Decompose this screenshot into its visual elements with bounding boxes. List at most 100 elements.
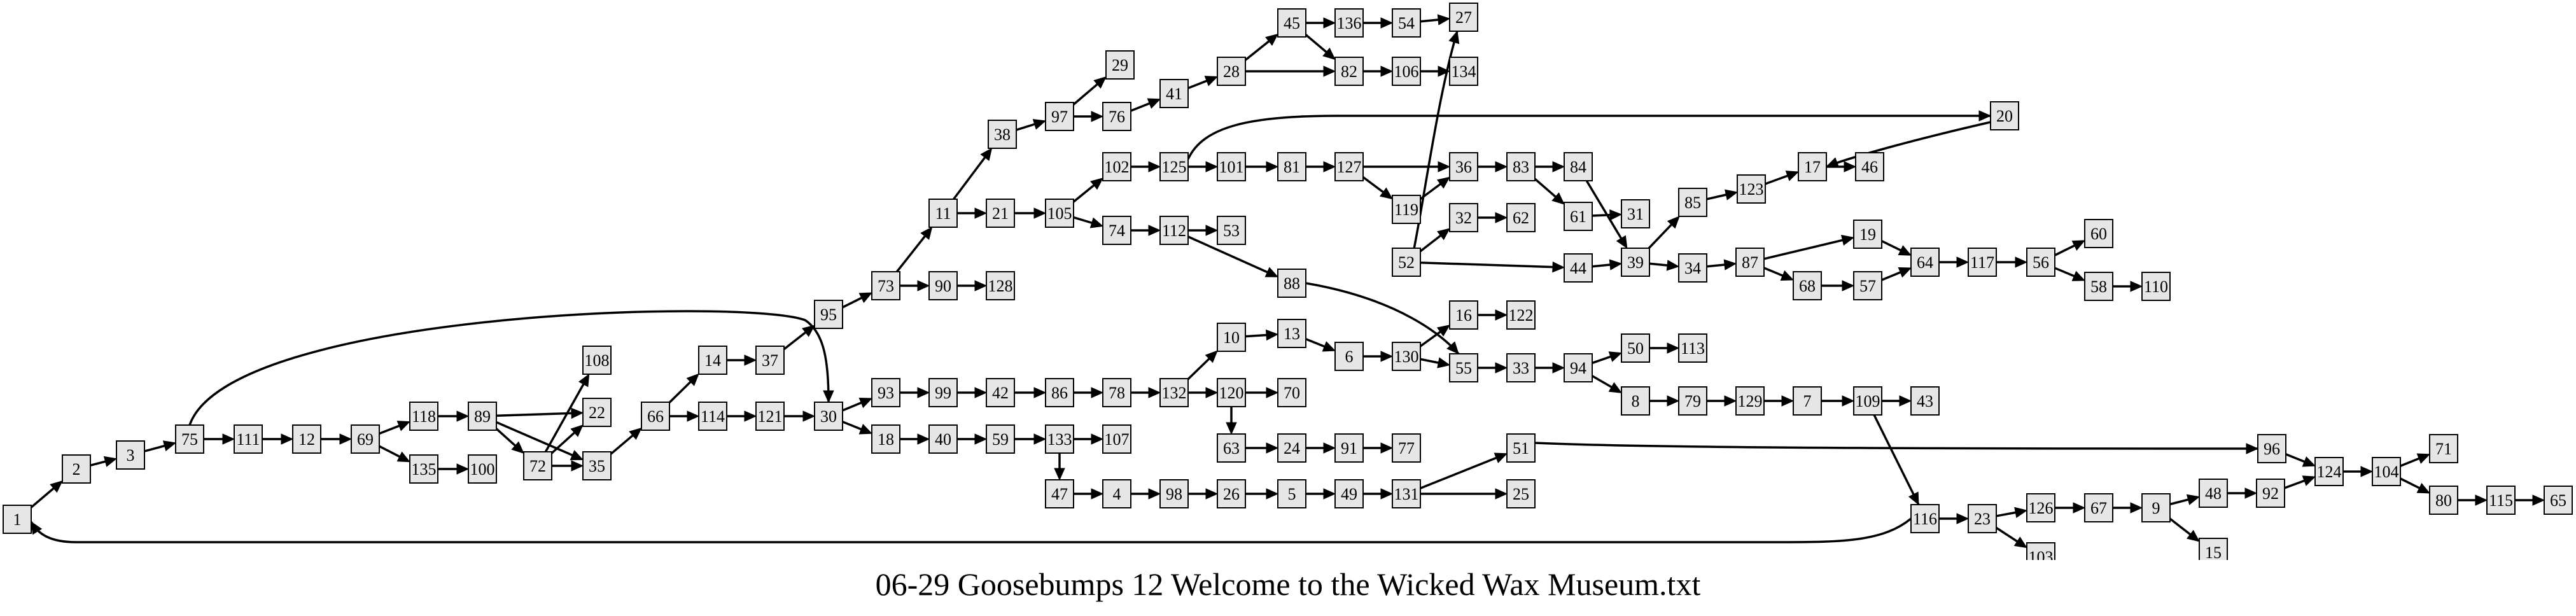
node-box: [1159, 79, 1189, 108]
edge-92-to-124: [2284, 479, 2307, 489]
node-box: [1217, 152, 1246, 181]
node-101: 101: [1217, 152, 1246, 181]
node-label: 75: [181, 430, 198, 449]
node-133: 133: [1045, 424, 1074, 454]
node-92: 92: [2256, 479, 2285, 508]
edge-127-to-36-arrowhead: [1438, 161, 1451, 172]
edge-81-to-127-arrowhead: [1323, 161, 1336, 172]
node-box: [1449, 152, 1478, 181]
edge-26-to-5-arrowhead: [1266, 488, 1279, 500]
edge-68-to-57-arrowhead: [1842, 280, 1855, 291]
node-label: 128: [988, 277, 1013, 295]
node-36: 36: [1449, 152, 1478, 181]
node-label: 2: [73, 460, 81, 479]
node-box: [1564, 152, 1593, 181]
node-label: 67: [2090, 499, 2107, 517]
edge-94-to-8-arrowhead: [1608, 382, 1623, 393]
edge-86-to-78-arrowhead: [1091, 387, 1104, 398]
node-box: [1449, 203, 1478, 232]
node-132: 132: [1159, 378, 1189, 407]
node-107: 107: [1102, 424, 1131, 454]
node-box: [1798, 152, 1827, 181]
node-box: [2257, 434, 2286, 463]
node-box: [1217, 216, 1246, 245]
edge-124-to-104-arrowhead: [2360, 466, 2374, 477]
edge-67-to-9-arrowhead: [2130, 502, 2143, 514]
node-box: [2429, 486, 2458, 515]
edge-89-to-35: [496, 421, 575, 458]
edge-78-to-132-arrowhead: [1148, 387, 1161, 398]
edge-21-to-105-arrowhead: [1033, 207, 1047, 219]
node-label: 38: [994, 125, 1011, 144]
node-76: 76: [1102, 102, 1131, 131]
node-label: 33: [1513, 359, 1529, 377]
node-label: 65: [2550, 491, 2566, 510]
node-label: 103: [2029, 548, 2054, 560]
node-box: [582, 346, 612, 375]
node-32: 32: [1449, 203, 1478, 232]
node-label: 16: [1455, 306, 1472, 325]
node-label: 98: [1166, 485, 1182, 503]
edge-76-to-41: [1130, 101, 1152, 112]
edge-37-to-95-arrowhead: [802, 325, 815, 337]
node-label: 89: [474, 407, 491, 426]
edge-51-to-96: [1534, 442, 2258, 450]
edge-3-to-75-arrowhead: [162, 440, 177, 452]
node-120: 120: [1217, 378, 1246, 407]
node-box: [1678, 253, 1707, 283]
node-box: [988, 120, 1017, 149]
node-label: 83: [1513, 158, 1529, 176]
node-124: 124: [2314, 457, 2344, 486]
edge-4-to-98-arrowhead: [1148, 488, 1161, 500]
node-28: 28: [1217, 57, 1246, 86]
node-box: [814, 402, 843, 431]
node-box: [1910, 386, 1940, 416]
edge-131-to-51-arrowhead: [1494, 452, 1508, 463]
node-box: [871, 271, 900, 300]
node-label: 63: [1223, 439, 1240, 458]
edge-114-to-121-arrowhead: [744, 410, 757, 422]
node-26: 26: [1217, 479, 1246, 508]
node-box: [814, 300, 843, 329]
edge-28-to-45: [1244, 38, 1272, 61]
node-label: 56: [2033, 253, 2049, 272]
node-72: 72: [523, 451, 552, 480]
edge-35-to-66-arrowhead: [629, 427, 642, 440]
edge-87-to-19-arrowhead: [1840, 234, 1855, 246]
edge-131-to-25-arrowhead: [1495, 488, 1508, 500]
node-box: [928, 271, 958, 300]
node-45: 45: [1277, 8, 1306, 38]
node-label: 45: [1284, 14, 1300, 32]
node-39: 39: [1621, 248, 1650, 277]
edge-72-to-22-arrowhead: [570, 424, 584, 437]
node-box: [1910, 504, 1940, 533]
edge-16-to-122-arrowhead: [1495, 309, 1508, 321]
node-box: [1217, 378, 1246, 407]
node-label: 51: [1513, 439, 1529, 458]
edge-118-to-89-arrowhead: [456, 410, 470, 422]
node-box: [986, 271, 1015, 300]
node-label: 124: [2317, 463, 2342, 481]
node-label: 72: [529, 457, 546, 475]
edge-127-to-119-arrowhead: [1379, 187, 1393, 200]
node-label: 111: [236, 430, 260, 449]
node-label: 57: [1859, 277, 1876, 295]
edge-97-to-76-arrowhead: [1091, 111, 1104, 122]
node-12: 12: [292, 424, 321, 454]
edge-73-to-11-arrowhead: [920, 227, 933, 240]
node-box: [234, 424, 263, 454]
edge-88-to-55-arrowhead: [1446, 341, 1459, 354]
node-box: [2314, 457, 2344, 486]
node-box: [2429, 434, 2458, 463]
node-box: [1334, 152, 1364, 181]
node-box: [1102, 424, 1131, 454]
node-label: 52: [1398, 253, 1415, 272]
node-55: 55: [1449, 353, 1478, 382]
edge-106-to-134-arrowhead: [1438, 66, 1451, 77]
node-label: 82: [1341, 62, 1357, 81]
node-label: 88: [1284, 274, 1300, 293]
node-box: [1102, 152, 1131, 181]
diagram-caption: 06-29 Goosebumps 12 Welcome to the Wicke…: [875, 566, 1701, 602]
node-box: [1045, 102, 1074, 131]
node-box: [1334, 479, 1364, 508]
